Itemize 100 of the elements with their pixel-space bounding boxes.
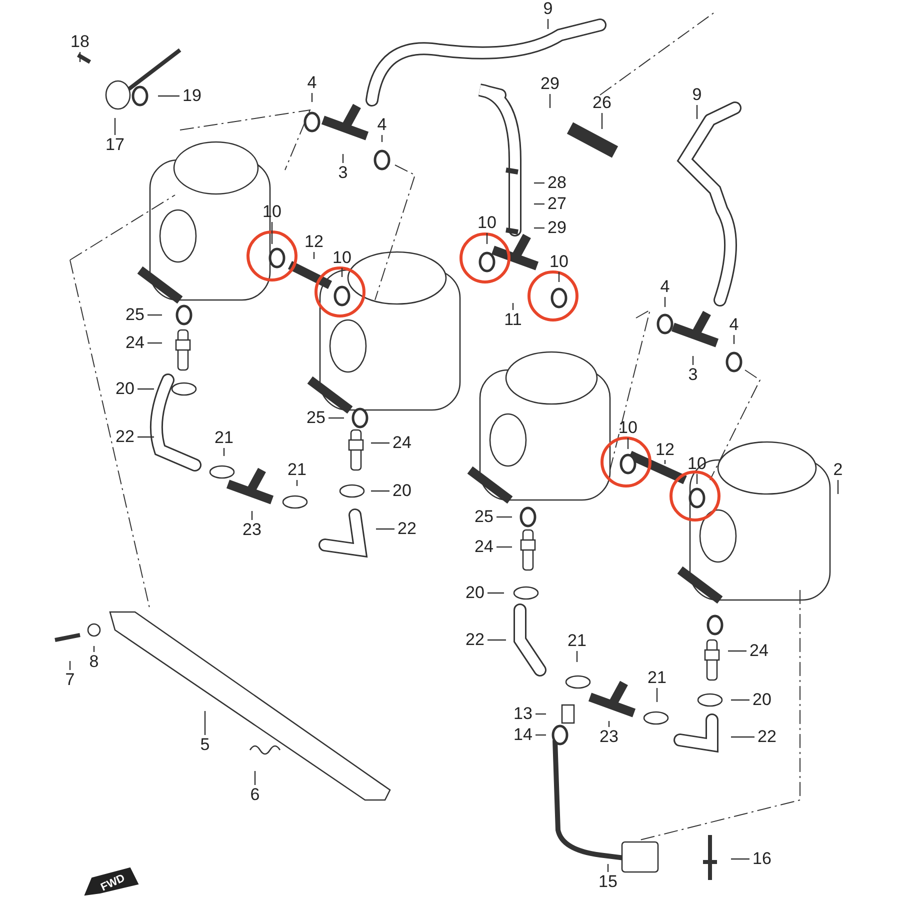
- leader-line: [547, 19, 549, 29]
- leader-line: [837, 480, 839, 494]
- callout-number: 27: [548, 195, 566, 213]
- callout-number: 10: [478, 214, 496, 232]
- leader-line: [692, 356, 694, 365]
- leader-line: [664, 460, 666, 464]
- leader-line: [696, 105, 698, 119]
- leader-line: [656, 688, 658, 702]
- leader-line: [536, 713, 546, 715]
- callout-number: 10: [332, 249, 352, 267]
- callout-number: 20: [392, 482, 412, 500]
- callout-number: 18: [70, 33, 90, 51]
- callout-number: 16: [752, 850, 772, 868]
- leader-line: [696, 474, 698, 484]
- callout-number: 24: [750, 642, 768, 660]
- callout-number: 13: [514, 705, 532, 723]
- callout-number: 20: [116, 380, 134, 398]
- leader-line: [381, 135, 383, 142]
- callout-number: 15: [598, 873, 618, 891]
- leader-line: [733, 335, 735, 344]
- callout-number: 9: [692, 86, 702, 104]
- callout-number: 29: [540, 75, 560, 93]
- callout-number: 17: [106, 136, 124, 154]
- callout-number: 3: [688, 366, 698, 384]
- callout-number: 26: [592, 94, 612, 112]
- leader-line: [536, 734, 546, 736]
- leader-line: [576, 651, 578, 662]
- leader-line: [251, 511, 253, 520]
- leader-line: [731, 736, 754, 738]
- leader-line: [731, 858, 750, 860]
- callout-number: 7: [65, 671, 75, 689]
- callout-number: 21: [214, 429, 234, 447]
- callout-number: 10: [618, 419, 638, 437]
- leader-line: [204, 711, 206, 735]
- callout-number: 12: [656, 441, 674, 459]
- leader-line: [731, 699, 750, 701]
- callout-number: 28: [548, 174, 566, 192]
- leader-line: [607, 864, 609, 872]
- leader-line: [79, 52, 81, 62]
- leader-line: [549, 94, 551, 108]
- callout-number: 20: [752, 691, 772, 709]
- leader-line: [496, 516, 512, 518]
- leader-line: [254, 771, 256, 785]
- callout-number: 21: [288, 461, 306, 479]
- callout-number: 29: [548, 219, 566, 237]
- callout-number: 4: [660, 278, 670, 296]
- leader-line: [627, 438, 629, 449]
- callout-number: 2: [833, 461, 843, 479]
- callout-number: 24: [126, 334, 144, 352]
- leader-line: [311, 93, 313, 102]
- leader-line: [328, 417, 344, 419]
- leader-line: [558, 272, 560, 282]
- leader-line: [664, 297, 666, 307]
- callout-number: 23: [242, 521, 262, 539]
- callout-number: 25: [126, 306, 144, 324]
- leader-line: [313, 252, 315, 259]
- leader-line: [496, 546, 512, 548]
- leader-line: [69, 661, 71, 670]
- callout-number: 25: [306, 409, 326, 427]
- leader-line: [342, 154, 344, 163]
- callout-number: 24: [392, 434, 412, 452]
- callout-number: 9: [543, 0, 553, 18]
- leader-line: [371, 442, 390, 444]
- callout-number: 11: [504, 311, 522, 329]
- callout-number: 10: [688, 455, 706, 473]
- leader-line: [223, 448, 225, 456]
- callout-number: 25: [474, 508, 494, 526]
- leader-line: [148, 342, 162, 344]
- leader-line: [114, 118, 116, 135]
- direction-label: FWD: [99, 872, 127, 894]
- callout-number: 5: [200, 736, 210, 754]
- callout-number: 21: [568, 632, 586, 650]
- leader-line: [296, 480, 298, 486]
- leader-line: [371, 490, 390, 492]
- callout-number: 6: [250, 786, 260, 804]
- callout-number: 21: [648, 669, 666, 687]
- leader-line: [488, 639, 506, 641]
- callout-number: 8: [89, 653, 99, 671]
- leader-line: [728, 650, 746, 652]
- callout-number: 20: [466, 584, 484, 602]
- leader-line: [534, 182, 544, 184]
- leader-line: [512, 303, 514, 310]
- leader-line: [341, 268, 343, 277]
- callout-number: 24: [474, 538, 494, 556]
- leader-line: [93, 646, 95, 652]
- leader-line: [488, 592, 504, 594]
- leader-line: [486, 233, 488, 244]
- callout-number: 12: [304, 233, 324, 251]
- callout-number: 23: [600, 728, 618, 746]
- leader-line: [376, 528, 394, 530]
- leader-line: [158, 95, 180, 97]
- callout-number: 4: [377, 116, 387, 134]
- callout-number: 19: [182, 87, 202, 105]
- callout-number: 22: [398, 520, 416, 538]
- leader-line: [534, 227, 544, 229]
- leader-line: [138, 436, 154, 438]
- callout-number: 22: [116, 428, 134, 446]
- callout-number: 22: [758, 728, 776, 746]
- callout-number: 3: [338, 164, 348, 182]
- leader-line: [608, 721, 610, 727]
